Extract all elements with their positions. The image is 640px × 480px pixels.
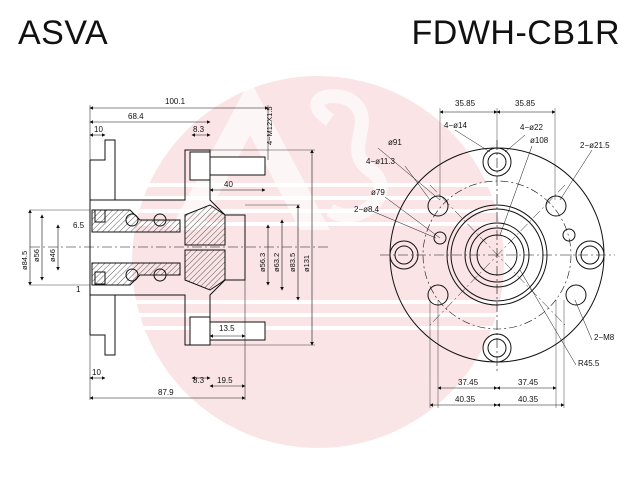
dim-8-3-top: 8.3	[193, 125, 205, 134]
dim-4-phi-22: 4−ø22	[520, 123, 543, 132]
dim-phi-91: ø91	[388, 138, 402, 147]
dim-bottom-left: 37.45	[458, 378, 479, 387]
side-view-labels: 100.1 68.4 10 8.3 4−M12X1.5 40 6.5 1 ø84…	[20, 97, 311, 397]
dim-19-5: 19.5	[217, 376, 233, 385]
dim-phi-84-5: ø84.5	[20, 251, 29, 270]
dim-4-phi-11-3: 4−ø11.3	[366, 157, 396, 166]
part-number-title: FDWH-CB1R	[411, 14, 620, 52]
dim-40: 40	[224, 180, 233, 189]
dim-r-45-5: R45.5	[578, 359, 600, 368]
dim-bottom2-right: 40.35	[518, 395, 539, 404]
dim-phi-79: ø79	[371, 188, 385, 197]
dim-10-top: 10	[94, 125, 103, 134]
dim-bottom2-left: 40.35	[455, 395, 476, 404]
dim-2-phi-8-4: 2−ø8.4	[354, 205, 380, 214]
dim-stud-thread: 4−M12X1.5	[265, 106, 274, 145]
dim-8-3-bottom: 8.3	[193, 376, 205, 385]
front-view-labels: 35.85 35.85 4−ø14 4−ø22 ø108 ø91 4−ø11.3…	[354, 99, 615, 404]
front-view	[371, 108, 615, 408]
dim-top-left: 35.85	[455, 99, 476, 108]
dim-2-phi-21-5: 2−ø21.5	[580, 141, 610, 150]
dim-phi-83-5: ø83.5	[288, 253, 297, 272]
dim-overall-length: 100.1	[165, 97, 186, 106]
dim-4-phi-14: 4−ø14	[444, 121, 467, 130]
dim-phi-56: ø56	[32, 249, 41, 262]
dim-phi-46: ø46	[48, 249, 57, 262]
dim-10-bottom: 10	[92, 368, 101, 377]
brand-title: ASVA	[18, 14, 109, 52]
dim-phi-108: ø108	[530, 136, 549, 145]
dim-68-4: 68.4	[128, 112, 144, 121]
dim-phi-131: ø131	[302, 255, 311, 272]
dim-13-5: 13.5	[219, 324, 235, 333]
dim-top-right: 35.85	[515, 99, 536, 108]
dim-1: 1	[76, 285, 81, 294]
dim-phi-56-3: ø56.3	[258, 253, 267, 272]
dim-bottom-right: 37.45	[518, 378, 539, 387]
dim-phi-63-2: ø63.2	[272, 253, 281, 272]
dim-87-9: 87.9	[158, 388, 174, 397]
side-view	[28, 105, 330, 400]
dim-6-5: 6.5	[73, 221, 85, 230]
dim-2-m8: 2−M8	[594, 333, 615, 342]
